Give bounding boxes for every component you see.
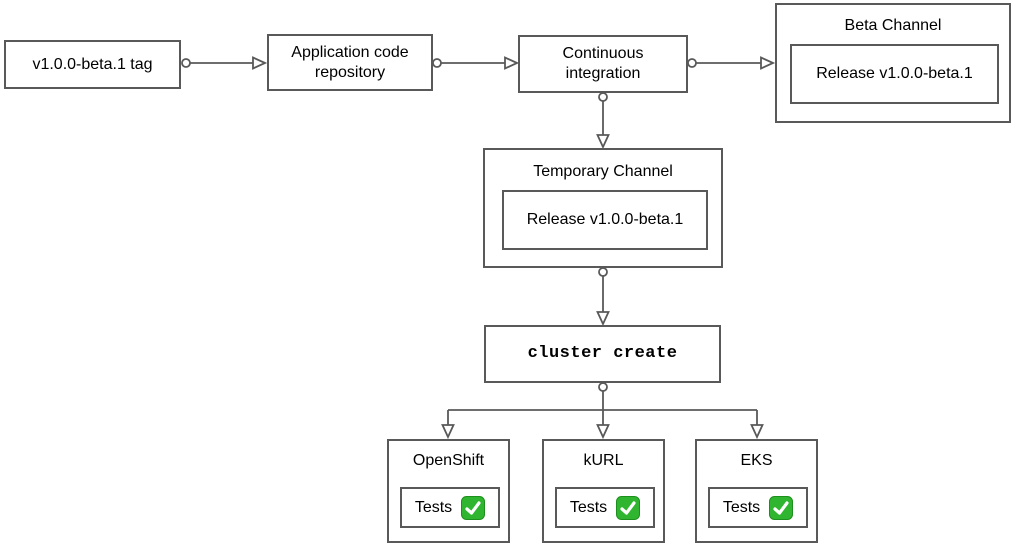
kurl-node: kURL Tests	[542, 439, 665, 543]
openshift-tests-box: Tests	[400, 487, 500, 528]
edge-temp-channel-to-cluster-create	[596, 267, 610, 327]
eks-title: EKS	[740, 452, 773, 469]
kurl-tests-box: Tests	[555, 487, 655, 528]
openshift-tests-label: Tests	[414, 498, 453, 516]
kurl-title: kURL	[583, 452, 624, 469]
beta-channel-node: Beta Channel Release v1.0.0-beta.1	[775, 3, 1011, 123]
kurl-tests-label: Tests	[569, 498, 608, 516]
beta-channel-title: Beta Channel	[844, 17, 942, 34]
cluster-create-label: cluster create	[527, 344, 678, 363]
temporary-channel-release-label: Release v1.0.0-beta.1	[526, 211, 684, 228]
temporary-channel-release-box: Release v1.0.0-beta.1	[502, 190, 708, 250]
check-mark-button-icon	[769, 495, 794, 520]
edge-tag-to-repo	[181, 56, 268, 70]
edge-ci-to-beta-channel	[687, 56, 776, 70]
beta-channel-release-label: Release v1.0.0-beta.1	[816, 65, 973, 82]
eks-node: EKS Tests	[695, 439, 818, 543]
openshift-node: OpenShift Tests	[387, 439, 510, 543]
temporary-channel-node: Temporary Channel Release v1.0.0-beta.1	[483, 148, 723, 268]
continuous-integration-label: Continuous integration	[562, 45, 644, 82]
application-code-repository-label: Application code repository	[291, 43, 409, 81]
beta-channel-release-box: Release v1.0.0-beta.1	[790, 44, 999, 104]
temporary-channel-title: Temporary Channel	[533, 163, 673, 180]
continuous-integration-node: Continuous integration	[518, 35, 688, 93]
eks-tests-box: Tests	[708, 487, 808, 528]
eks-tests-label: Tests	[722, 498, 761, 516]
openshift-title: OpenShift	[412, 452, 485, 469]
edge-cluster-create-to-clusters	[441, 382, 764, 440]
application-code-repository-node: Application code repository	[267, 34, 433, 91]
check-mark-button-icon	[461, 495, 486, 520]
tag-node-label: v1.0.0-beta.1 tag	[32, 55, 153, 73]
edge-repo-to-ci	[432, 56, 520, 70]
tag-node: v1.0.0-beta.1 tag	[4, 40, 181, 89]
edge-ci-to-temp-channel	[596, 92, 610, 150]
check-mark-button-icon	[616, 495, 641, 520]
cluster-create-node: cluster create	[484, 325, 721, 383]
